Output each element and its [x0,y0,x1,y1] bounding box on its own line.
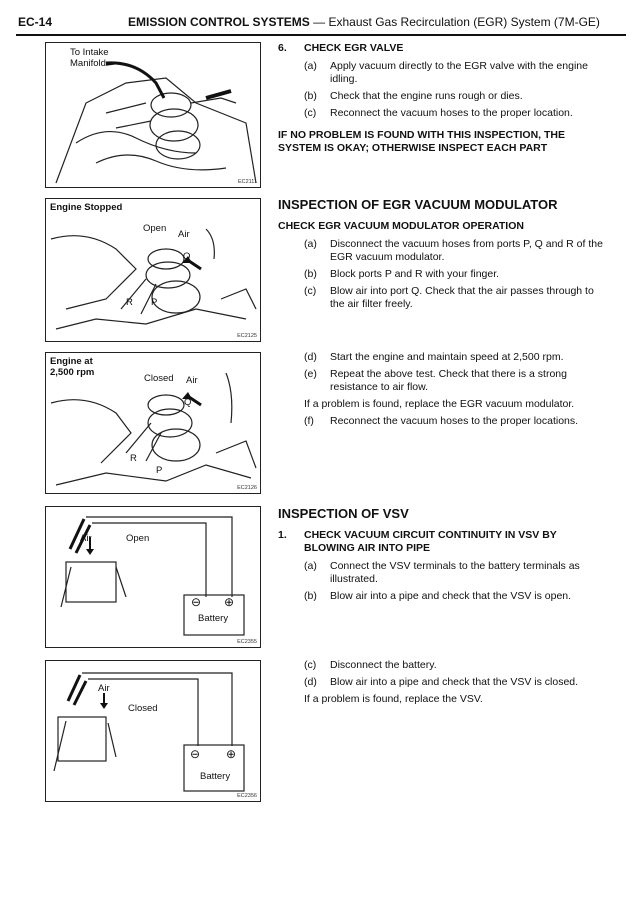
vsv-section: 1. CHECK VACUUM CIRCUIT CONTINUITY IN VS… [278,529,608,607]
figure-title-line1: Engine at [50,356,93,367]
list-item: (b)Block ports P and R with your finger. [304,268,500,280]
label-q: Q [184,397,192,408]
label-air: Air [98,683,110,694]
label-air: Air [178,229,190,240]
list-item: (b)Check that the engine runs rough or d… [304,90,523,102]
label-open: Open [126,533,150,544]
label-air: Air [80,533,92,544]
label-q: Q [183,251,191,262]
list-item: (e)Repeat the above test. Check that the… [304,368,567,393]
modulator-heading: INSPECTION OF EGR VACUUM MODULATOR [278,197,558,212]
label-battery: Battery [198,613,229,624]
vsv-section-2: (c)Disconnect the battery. (d)Blow air i… [278,659,608,706]
list-item: (a)Apply vacuum directly to the EGR valv… [304,60,588,85]
label-battery: Battery [200,771,231,782]
figure-code: EC2356 [237,793,257,799]
label-r: R [130,453,137,464]
modulator-open-drawing [50,228,257,330]
figure-egr-valve: To Intake Manifold EC2111 [45,42,261,188]
vsv-step-title: 1. CHECK VACUUM CIRCUIT CONTINUITY IN VS… [278,529,557,554]
figure-engine-stopped: Engine Stopped Open Air Q R P EC2125 [45,198,261,342]
section-title: EMISSION CONTROL SYSTEMS [128,15,310,29]
modulator-section-2: (d)Start the engine and maintain speed a… [278,351,608,432]
list-item: (c)Blow air into port Q. Check that the … [304,285,594,310]
page-header: EC-14 EMISSION CONTROL SYSTEMS — Exhaust… [16,12,626,36]
list-item: (d)Blow air into a pipe and check that t… [304,676,579,688]
vsv-open-drawing [60,516,245,636]
figure-code: EC2111 [237,179,257,185]
list-item: (c)Disconnect the battery. [304,659,437,671]
battery-minus: ⊖ [191,595,202,609]
egr-valve-drawing [55,61,257,184]
egr-valve-section: 6. CHECK EGR VALVE (a)Apply vacuum direc… [278,42,608,155]
egr-valve-step-title: 6. CHECK EGR VALVE [278,42,404,54]
label-open: Open [143,223,167,234]
figure-code: EC2355 [237,639,257,645]
label-to-intake: To Intake [70,47,109,58]
battery-plus: ⊕ [226,747,237,761]
list-item: (a)Connect the VSV terminals to the batt… [304,560,580,585]
figure-vsv-open: Air Open ⊖ ⊕ Battery EC2355 [45,506,261,648]
modulator-subheading: CHECK EGR VACUUM MODULATOR OPERATION [278,220,524,232]
header-title: EMISSION CONTROL SYSTEMS — Exhaust Gas R… [128,15,600,29]
vsv-heading: INSPECTION OF VSV [278,506,409,521]
list-item: (a)Disconnect the vacuum hoses from port… [304,238,603,263]
figure-code: EC2126 [237,485,257,491]
figure-engine-2500rpm: Engine at 2,500 rpm Closed Air Q R P EC2… [45,352,261,494]
label-closed: Closed [128,703,158,714]
modulator-problem: If a problem is found, replace the EGR v… [304,398,575,410]
egr-valve-note: IF NO PROBLEM IS FOUND WITH THIS INSPECT… [278,129,566,154]
list-item: (c)Reconnect the vacuum hoses to the pro… [304,107,573,119]
figure-vsv-closed: Air Closed ⊖ ⊕ Battery EC2356 [45,660,261,802]
modulator-section: CHECK EGR VACUUM MODULATOR OPERATION (a)… [278,220,608,315]
vsv-problem: If a problem is found, replace the VSV. [304,693,483,705]
battery-minus: ⊖ [190,747,201,761]
label-closed: Closed [144,373,174,384]
label-air: Air [186,375,198,386]
list-item: (f)Reconnect the vacuum hoses to the pro… [304,415,579,427]
label-manifold: Manifold [70,58,106,69]
figure-title-line2: 2,500 rpm [50,367,95,378]
subsection-title: Exhaust Gas Recirculation (EGR) System (… [328,15,600,29]
label-r: R [126,297,133,308]
page-code: EC-14 [18,15,53,29]
figure-code: EC2125 [237,333,257,339]
label-p: P [156,465,163,476]
header-dash: — [313,15,326,29]
list-item: (b)Blow air into a pipe and check that t… [304,590,572,602]
label-p: P [151,297,158,308]
list-item: (d)Start the engine and maintain speed a… [304,351,564,363]
modulator-closed-drawing [50,372,257,486]
battery-plus: ⊕ [224,595,235,609]
figure-title: Engine Stopped [50,202,123,213]
vsv-closed-drawing [53,672,245,792]
